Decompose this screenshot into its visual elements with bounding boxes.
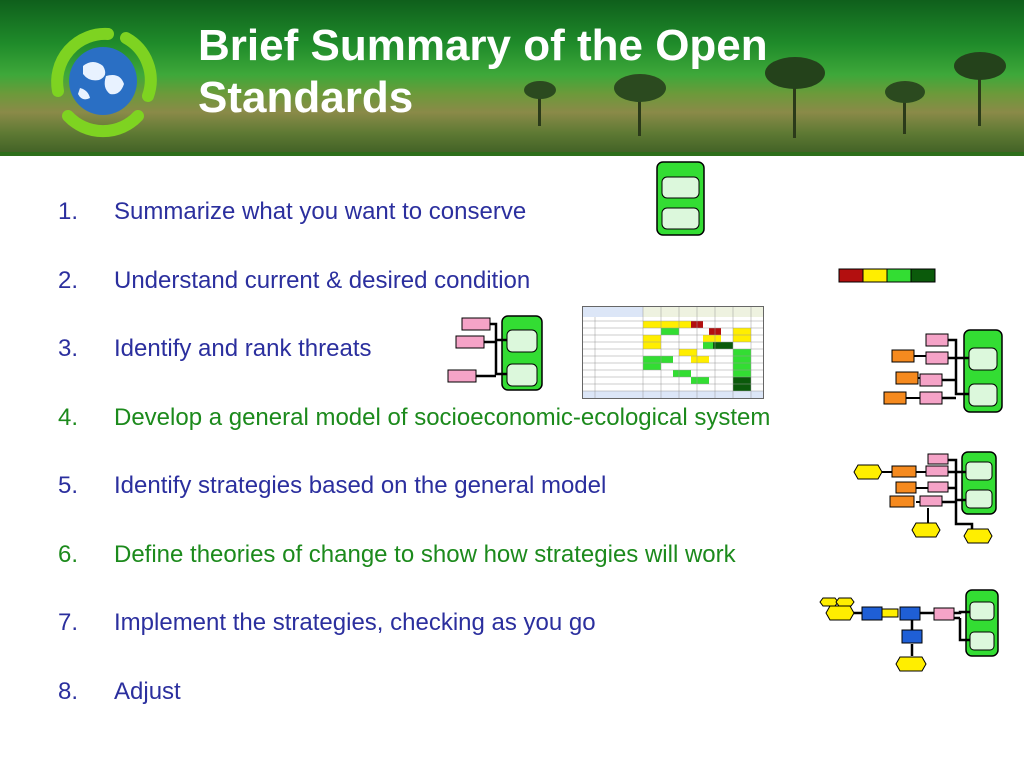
tree-silhouette: [614, 74, 666, 136]
scale-poor: [838, 268, 864, 283]
threat-box: [919, 495, 943, 507]
step-number: 1.: [58, 198, 79, 225]
step-text: Adjust: [114, 677, 181, 705]
title-banner: Brief Summary of the Open Standards: [0, 0, 1024, 156]
strategies-diagram: [853, 451, 997, 544]
strategy-hexagon: [819, 597, 839, 607]
step-text: Develop a general model of socioeconomic…: [114, 403, 771, 431]
steps-list: 1. Summarize what you want to conserve 2.…: [58, 197, 908, 745]
strategy-hexagon: [835, 597, 855, 607]
slide-title-line-1: Brief Summary of the Open: [198, 21, 768, 70]
step-number: 4.: [58, 403, 79, 431]
threat-box: [933, 607, 955, 621]
target-box: [969, 601, 995, 621]
target-box: [661, 207, 700, 230]
step-number: 8.: [58, 677, 79, 705]
result-box: [901, 629, 923, 644]
step-text: Define theories of change to show how st…: [114, 540, 736, 568]
earth-globe-icon: [51, 27, 157, 138]
threats-diagram: [447, 315, 543, 391]
step-number: 7.: [58, 609, 79, 636]
tree-silhouette: [765, 57, 825, 138]
viability-scale: [838, 268, 936, 283]
strategy-hexagon: [911, 522, 941, 538]
scale-good: [886, 268, 912, 283]
target-box: [968, 347, 998, 371]
step-text: Summarize what you want to conserve: [114, 198, 527, 225]
target-box: [969, 631, 995, 651]
tree-silhouette: [954, 52, 1006, 126]
slide-title: Brief Summary of the Open Standards: [198, 20, 768, 124]
tree-silhouette: [524, 81, 556, 126]
strategy-hexagon: [963, 528, 993, 544]
step-number: 3.: [58, 335, 79, 362]
target-box: [965, 489, 993, 509]
step-text: Identify strategies based on the general…: [114, 472, 607, 499]
strategy-hexagon: [895, 656, 927, 672]
factor-box: [891, 465, 917, 478]
strategy-small: [881, 608, 899, 618]
strategy-hexagon: [853, 464, 883, 480]
step-item-8: 8. Adjust: [58, 677, 908, 746]
banner-ground: [0, 152, 1024, 156]
threat-box: [919, 373, 943, 387]
step-text: Understand current & desired condition: [114, 266, 531, 294]
factor-box: [889, 495, 915, 508]
step-text: Identify and rank threats: [114, 335, 372, 362]
scale-very-good: [910, 268, 936, 283]
step-number: 5.: [58, 472, 79, 499]
target-box: [965, 461, 993, 481]
step-number: 6.: [58, 540, 79, 568]
step-item-3: 3. Identify and rank threats: [58, 334, 908, 403]
step-number: 2.: [58, 266, 79, 294]
step-item-5: 5. Identify strategies based on the gener…: [58, 471, 908, 540]
step-item-1: 1. Summarize what you want to conserve: [58, 197, 908, 266]
threat-table-grid: [583, 307, 763, 398]
factor-box: [883, 391, 907, 405]
threat-box: [455, 335, 485, 349]
threat-box: [461, 317, 491, 331]
step-text: Implement the strategies, checking as yo…: [114, 609, 596, 636]
target-box: [506, 363, 538, 387]
slide-title-line-2: Standards: [198, 73, 414, 122]
factor-box: [895, 371, 919, 385]
threat-box: [925, 333, 949, 347]
threat-box: [925, 465, 949, 477]
threat-box: [447, 369, 477, 383]
threat-box: [919, 391, 943, 405]
strategy-hexagon: [825, 605, 855, 621]
target-box: [661, 176, 700, 199]
step-item-4: 4. Develop a general model of socioeconom…: [58, 403, 908, 472]
step-item-6: 6. Define theories of change to show how …: [58, 540, 908, 609]
tree-silhouette: [885, 81, 925, 134]
target-box: [506, 329, 538, 353]
threat-ranking-table: [582, 306, 764, 399]
conceptual-model-diagram: [883, 329, 1003, 413]
results-chain-diagram: [819, 589, 999, 672]
factor-box: [891, 349, 915, 363]
step-item-7: 7. Implement the strategies, checking as …: [58, 608, 908, 677]
step-item-2: 2. Understand current & desired condition: [58, 266, 908, 335]
threat-box: [925, 351, 949, 365]
target-box: [968, 383, 998, 407]
threat-box: [927, 453, 949, 465]
targets-diagram: [656, 161, 705, 236]
scale-fair: [862, 268, 888, 283]
result-box: [861, 606, 883, 621]
threat-box: [927, 481, 949, 493]
factor-box: [895, 481, 917, 494]
result-box: [899, 606, 921, 621]
